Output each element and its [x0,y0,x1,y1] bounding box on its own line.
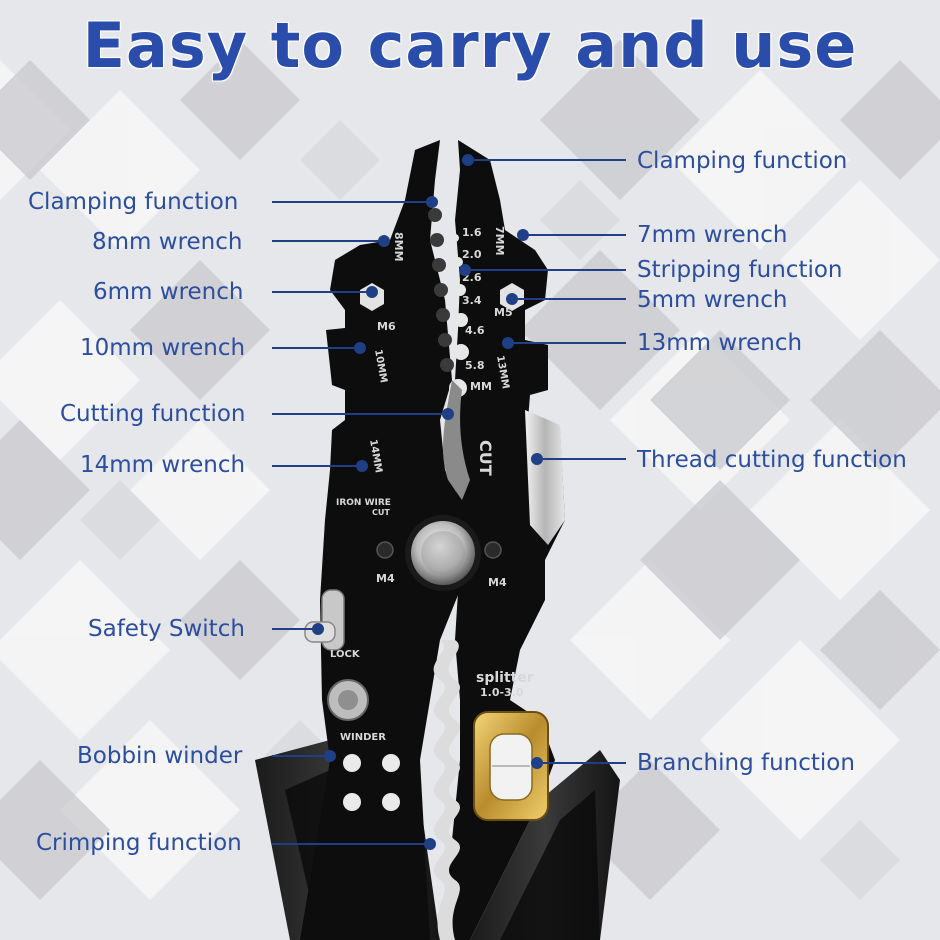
label-left-10mm-wrench: 10mm wrench [80,335,246,361]
etch-splitter-range: 1.0-3.0 [480,686,524,699]
label-left-6mm-wrench: 6mm wrench [93,279,244,305]
etch-gauge-5: 4.6 [465,324,485,337]
etch-winder: WINDER [340,732,386,743]
label-left-crimping: Crimping function [36,830,242,856]
etch-gauge-6: 5.8 [465,359,485,372]
etch-m6: M6 [377,320,396,333]
label-right-13mm-wrench: 13mm wrench [637,330,803,356]
headline-title: Easy to carry and use [82,9,858,82]
etch-gauge-2: 2.0 [462,248,482,261]
etch-cut: CUT [476,440,495,476]
crimping-wave-slot [433,640,460,940]
etch-iron-wire-cut: CUT [372,508,390,517]
pivot-bolt [405,515,481,591]
etch-gauge-1: 1.6 [462,226,482,239]
label-right-stripping: Stripping function [637,257,843,283]
label-left-8mm-wrench: 8mm wrench [92,229,243,255]
etch-iron-wire: IRON WIRE [336,498,391,508]
winder-holes [343,754,400,811]
label-left-safety-switch: Safety Switch [88,616,245,642]
left-jaw [300,140,470,940]
etch-m4-left: M4 [376,572,395,585]
etch-lock: LOCK [330,649,361,660]
etch-gauge-4: 3.4 [462,294,482,307]
etch-gauge-3: 2.6 [462,271,482,284]
etch-m4-right: M4 [488,576,507,589]
branching-splitter-block [473,711,549,821]
etch-m5: M5 [494,306,513,319]
label-right-thread-cutting: Thread cutting function [637,447,907,473]
label-right-7mm-wrench: 7mm wrench [637,222,788,248]
label-right-5mm-wrench: 5mm wrench [637,287,788,313]
etch-8mm: 8MM [392,232,405,262]
clamping-teeth [428,208,454,372]
etch-splitter: splitter [476,670,534,686]
etch-7mm: 7MM [493,226,506,256]
label-left-bobbin-winder: Bobbin winder [77,743,243,769]
label-right-clamping: Clamping function [637,148,848,174]
label-left-cutting: Cutting function [60,401,246,427]
m4-holes [376,541,502,559]
label-right-branching: Branching function [637,750,855,776]
thread-cutting-blade [525,410,565,545]
label-left-clamping: Clamping function [28,189,239,215]
etch-mm: MM [470,380,492,393]
label-left-14mm-wrench: 14mm wrench [80,452,246,478]
